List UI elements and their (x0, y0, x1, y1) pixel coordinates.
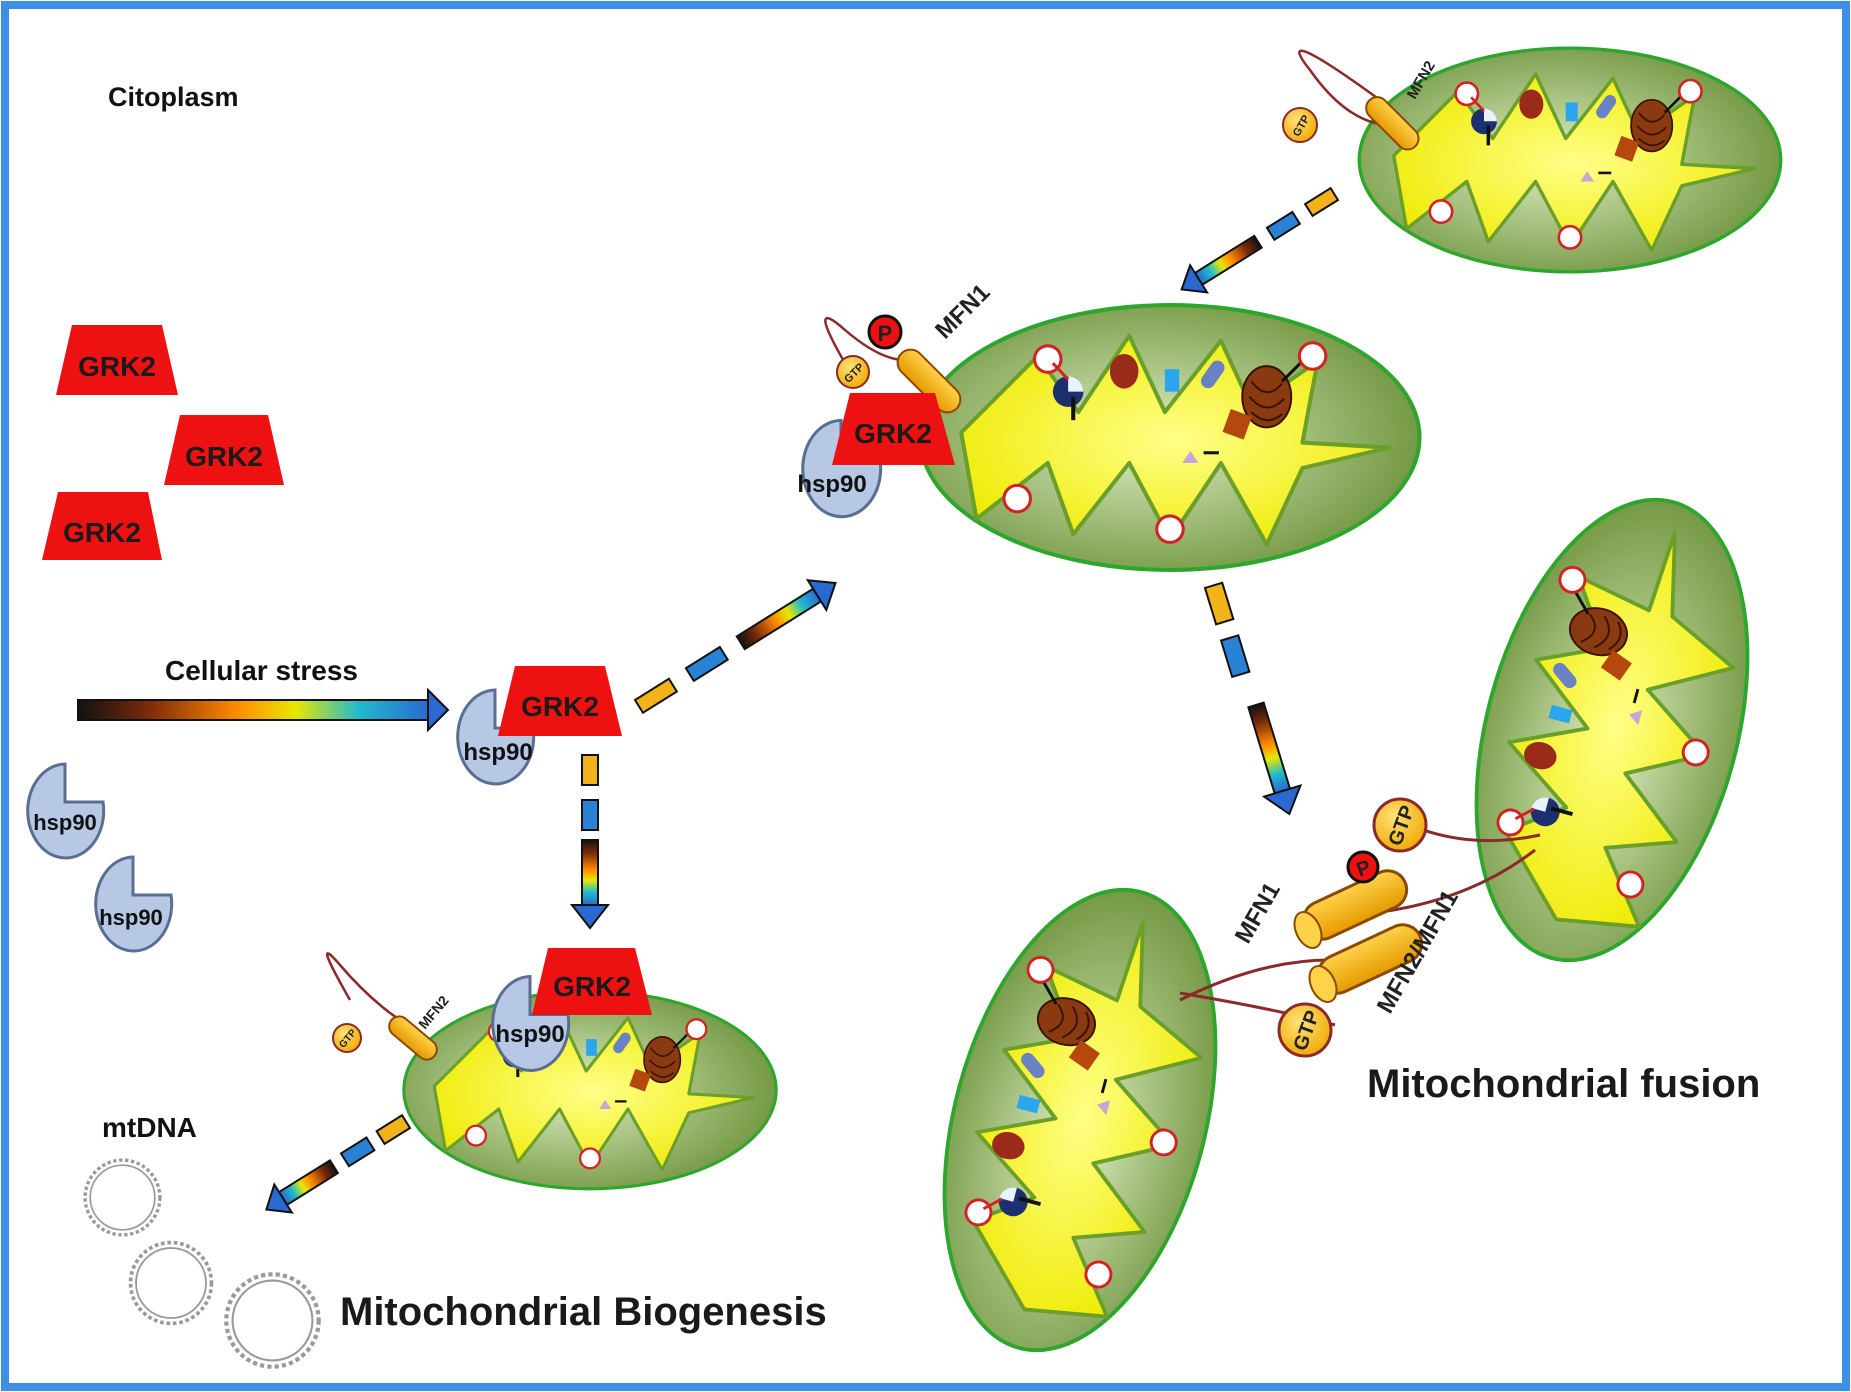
svg-text:GRK2: GRK2 (78, 351, 156, 382)
svg-text:hsp90: hsp90 (495, 1021, 564, 1048)
grk2-hsp90-biogenesis-complex: GTP MFN2 hsp90 GRK2 (325, 948, 652, 1073)
arrow-to-fusion (1203, 581, 1303, 816)
mitochondrial-biogenesis-caption: Mitochondrial Biogenesis (340, 1290, 827, 1334)
grk2-free-3: GRK2 (42, 492, 162, 560)
mitochondrion-biogenesis (402, 989, 778, 1191)
mitochondrial-fusion-caption: Mitochondrial fusion (1367, 1062, 1760, 1106)
free-grk2-group: GRK2 GRK2 GRK2 (42, 325, 284, 560)
svg-text:hsp90: hsp90 (33, 810, 97, 835)
svg-text:GRK2: GRK2 (521, 691, 599, 722)
mitochondrion-central (920, 305, 1419, 570)
svg-text:GRK2: GRK2 (854, 418, 932, 449)
grk2-hsp90-mfn1-complex: P GTP hsp90 GRK2 MFN1 (797, 279, 995, 519)
cellular-stress-label: Cellular stress (165, 655, 358, 686)
svg-text:hsp90: hsp90 (99, 905, 163, 930)
mfn1-fusion-label: MFN1 (1230, 878, 1286, 948)
cellular-stress-arrow (77, 687, 450, 733)
arrow-to-mfn1-mito (633, 579, 837, 715)
phospho-central: P (878, 321, 893, 346)
svg-text:hsp90: hsp90 (797, 471, 866, 498)
grk2-hsp90-complex: hsp90 GRK2 (456, 666, 622, 786)
arrow-from-top-right-mito (1180, 186, 1340, 294)
mfn1-central-label: MFN1 (930, 279, 995, 344)
svg-text:GRK2: GRK2 (185, 441, 263, 472)
mitochondrion-fusion-right (1428, 467, 1796, 993)
grk2-free-1: GRK2 (56, 325, 178, 395)
arrow-to-mtdna (265, 1113, 412, 1214)
svg-text:GRK2: GRK2 (553, 971, 631, 1002)
mtdna-label: mtDNA (102, 1112, 197, 1143)
hsp90-free-2: hsp90 (94, 855, 174, 953)
svg-text:hsp90: hsp90 (463, 739, 532, 766)
grk2-free-2: GRK2 (164, 415, 284, 485)
arrow-to-biogenesis-mito (569, 754, 611, 930)
hsp90-free-1: hsp90 (26, 762, 106, 860)
svg-text:GRK2: GRK2 (63, 517, 141, 548)
mitochondrion-fusion-left (896, 857, 1264, 1383)
cytoplasm-label: Citoplasm (108, 82, 239, 112)
